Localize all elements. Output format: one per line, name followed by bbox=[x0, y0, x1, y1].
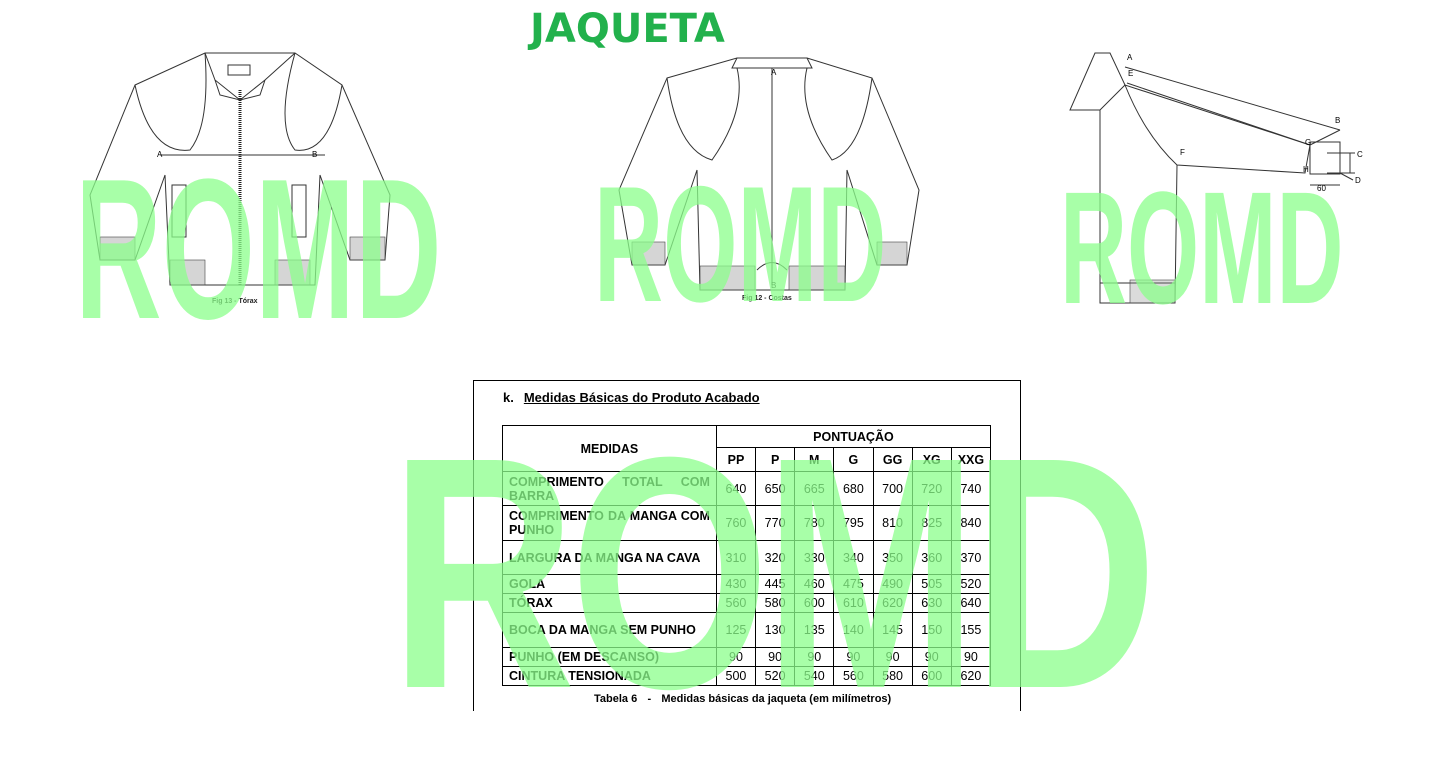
watermark-4: ROMD bbox=[390, 388, 1158, 757]
cell-p: 770 bbox=[755, 505, 796, 541]
cell-pp: 640 bbox=[715, 471, 757, 506]
cell-g: 475 bbox=[833, 574, 874, 594]
watermark-1: ROMD bbox=[75, 138, 442, 361]
cell-gg: 350 bbox=[872, 540, 913, 575]
row-label: LARGURA DA MANGA NA CAVA bbox=[502, 540, 717, 575]
size-header-gg: GG bbox=[872, 447, 913, 472]
cell-m: 540 bbox=[794, 666, 835, 686]
cell-gg: 90 bbox=[872, 647, 913, 667]
document-frame bbox=[473, 380, 1021, 711]
side-point-g: G bbox=[1305, 138, 1311, 147]
row-label: PUNHO (EM DESCANSO) bbox=[502, 647, 717, 667]
front-caption: Fig 13 - Tórax bbox=[212, 298, 258, 305]
watermark-3: ROMD bbox=[1060, 158, 1344, 337]
table-caption: Tabela 6 - Medidas básicas da jaqueta (e… bbox=[594, 693, 891, 705]
caption-separator: - bbox=[647, 693, 652, 705]
cell-gg: 580 bbox=[872, 666, 913, 686]
row-label: COMPRIMENTO DA MANGA COM PUNHO bbox=[502, 505, 717, 541]
row-label: BOCA DA MANGA SEM PUNHO bbox=[502, 612, 717, 648]
back-caption: Fig 12 - Costas bbox=[742, 295, 792, 302]
cell-p: 130 bbox=[755, 612, 796, 648]
cell-m: 665 bbox=[794, 471, 835, 506]
cell-g: 560 bbox=[833, 666, 874, 686]
cell-gg: 620 bbox=[872, 593, 913, 613]
cell-xxg: 740 bbox=[950, 471, 992, 506]
side-point-a: A bbox=[1127, 53, 1133, 62]
back-point-b: B bbox=[771, 281, 776, 290]
jacket-side-figure: A E B G C F H D 60 bbox=[1065, 45, 1375, 310]
cell-xg: 825 bbox=[911, 505, 952, 541]
jacket-back-drawing: A B bbox=[618, 57, 920, 291]
size-header-g: G bbox=[833, 447, 874, 472]
cell-m: 330 bbox=[794, 540, 835, 575]
front-point-a: A bbox=[157, 150, 163, 159]
cell-p: 445 bbox=[755, 574, 796, 594]
cell-pp: 310 bbox=[715, 540, 757, 575]
cell-xg: 360 bbox=[911, 540, 952, 575]
size-header-xg: XG bbox=[911, 447, 952, 472]
row-label: CINTURA TENSIONADA bbox=[502, 666, 717, 686]
back-point-a: A bbox=[771, 68, 777, 77]
cell-g: 680 bbox=[833, 471, 874, 506]
side-point-h: H bbox=[1303, 165, 1309, 174]
cell-xg: 505 bbox=[911, 574, 952, 594]
caption-label: Tabela 6 bbox=[594, 693, 638, 705]
side-point-c: C bbox=[1357, 150, 1363, 159]
cell-pp: 430 bbox=[715, 574, 757, 594]
size-header-m: M bbox=[794, 447, 835, 472]
cell-xg: 720 bbox=[911, 471, 952, 506]
cell-m: 135 bbox=[794, 612, 835, 648]
section-heading: k. Medidas Básicas do Produto Acabado bbox=[503, 390, 760, 405]
cell-pp: 125 bbox=[715, 612, 757, 648]
jacket-side-drawing: A E B G C F H D 60 bbox=[1069, 52, 1363, 304]
page-title: JAQUETA bbox=[530, 6, 725, 52]
cell-p: 650 bbox=[755, 471, 796, 506]
cell-gg: 810 bbox=[872, 505, 913, 541]
front-point-b: B bbox=[312, 150, 317, 159]
cell-p: 520 bbox=[755, 666, 796, 686]
cell-pp: 760 bbox=[715, 505, 757, 541]
cell-p: 320 bbox=[755, 540, 796, 575]
side-cuff-dim: 60 bbox=[1317, 184, 1326, 193]
cell-m: 780 bbox=[794, 505, 835, 541]
cell-xg: 150 bbox=[911, 612, 952, 648]
jacket-front-drawing: A B bbox=[89, 52, 391, 286]
cell-g: 340 bbox=[833, 540, 874, 575]
side-point-f: F bbox=[1180, 148, 1185, 157]
section-title: Medidas Básicas do Produto Acabado bbox=[523, 390, 760, 405]
jacket-back-figure: A B bbox=[597, 50, 937, 305]
watermark-2: ROMD bbox=[594, 152, 887, 336]
cell-xxg: 620 bbox=[950, 666, 992, 686]
caption-text: Medidas básicas da jaqueta (em milímetro… bbox=[661, 693, 892, 705]
section-letter: k. bbox=[503, 390, 514, 405]
size-header-xxg: XXG bbox=[950, 447, 992, 472]
side-point-b: B bbox=[1335, 116, 1340, 125]
side-point-e: E bbox=[1128, 69, 1133, 78]
side-point-d: D bbox=[1355, 176, 1361, 185]
jacket-front-figure: A B bbox=[80, 45, 420, 310]
